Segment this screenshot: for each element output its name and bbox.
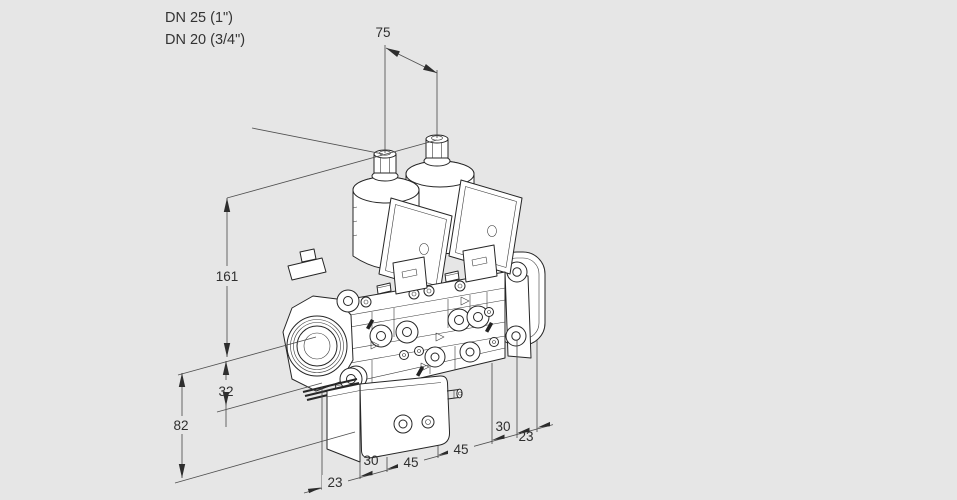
- dimension-chain: 23 30 45 45 30 23: [303, 419, 554, 494]
- chain-label-23-right: 23: [518, 429, 533, 444]
- side-nozzle: [446, 388, 463, 400]
- dim-161-label: 161: [216, 269, 239, 284]
- extension-lines: [174, 45, 538, 490]
- chain-label-45-right: 45: [453, 442, 468, 457]
- dn-label-line2: DN 20 (3/4"): [165, 32, 245, 48]
- valve-drawing: [282, 134, 546, 463]
- bottom-actuator: [326, 375, 463, 463]
- threaded-bore: [286, 315, 348, 377]
- dimension-161: 161: [216, 198, 239, 357]
- chain-label-45-left: 45: [403, 455, 418, 470]
- dimension-75: 75: [375, 25, 438, 74]
- chain-label-23-left: 23: [327, 475, 342, 490]
- dimension-32: 32: [218, 361, 234, 427]
- inlet-flange: [282, 248, 363, 401]
- din-plugs: [392, 244, 498, 295]
- dim-32-label: 32: [218, 384, 233, 399]
- chain-label-30-left: 30: [363, 453, 378, 468]
- outlet-flange: [494, 251, 546, 359]
- dim-82-label: 82: [173, 418, 188, 433]
- dn-label-line1: DN 25 (1"): [165, 10, 233, 26]
- dn-labels: DN 25 (1") DN 20 (3/4"): [165, 10, 245, 48]
- dim-75-label: 75: [375, 25, 390, 40]
- chain-label-30-right: 30: [495, 419, 510, 434]
- dimension-82: 82: [173, 373, 189, 478]
